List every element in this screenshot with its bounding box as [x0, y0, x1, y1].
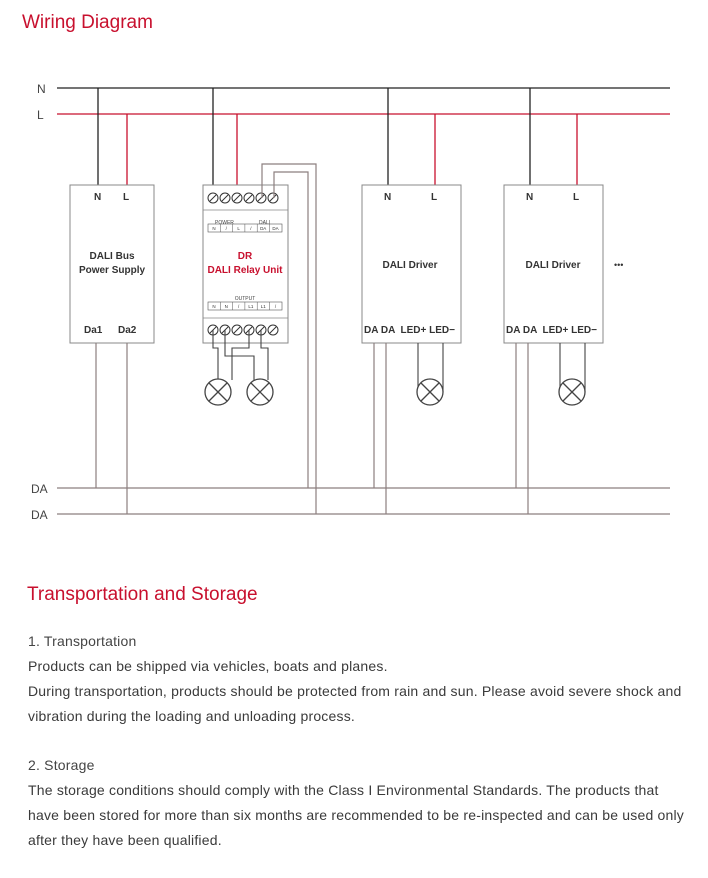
driver1-led-wire: [417, 343, 444, 392]
ps-name-line1: DALI Bus: [90, 251, 135, 262]
transport-storage-title: Transportation and Storage: [27, 584, 258, 605]
relay-bottom-terminal-row: N N / L1 L1 /: [207, 301, 283, 311]
driver2-led-wire: [559, 343, 586, 392]
terminal-label: DA: [260, 226, 266, 231]
terminal-label: N: [225, 304, 228, 309]
lamp-icon: [558, 378, 586, 406]
relay-power-label: POWER: [215, 220, 234, 226]
terminal-screw-slot: [269, 326, 277, 334]
transportation-line-1: Products can be shipped via vehicles, bo…: [28, 658, 388, 674]
lamp-icon: [204, 378, 232, 406]
driver2-box: [503, 184, 604, 344]
relay-da-wire-2: [273, 171, 309, 488]
transportation-section: 1. Transportation Products can be shippe…: [28, 629, 688, 729]
relay-name: DALI Relay Unit: [207, 265, 283, 276]
bus-label-da2: DA: [31, 508, 48, 522]
terminal-screw-slot: [209, 194, 217, 202]
relay-out-wire-b: [224, 330, 255, 380]
ps-da2-label: Da2: [118, 325, 137, 336]
wiring-diagram: N L DA DA N L DALI Bus Power Supply Da1 …: [31, 82, 670, 522]
terminal-label: L: [237, 226, 240, 231]
more-devices-ellipsis: •••: [614, 260, 623, 270]
relay-top-terminal-row: N / L / DA DA: [207, 223, 283, 233]
driver2-l-label: L: [573, 192, 579, 203]
driver2-name: DALI Driver: [525, 260, 580, 271]
terminal-label: L1: [261, 304, 267, 309]
transportation-line-2: During transportation, products should b…: [28, 683, 682, 724]
storage-line-1: The storage conditions should comply wit…: [28, 782, 684, 848]
ps-l-label: L: [123, 192, 129, 203]
terminal-label: DA: [272, 226, 278, 231]
ps-name-line2: Power Supply: [79, 265, 146, 276]
ps-da1-label: Da1: [84, 325, 103, 336]
transportation-heading: 1. Transportation: [28, 633, 137, 649]
relay-out-wire-d: [260, 330, 269, 380]
terminal-label: /: [238, 304, 240, 309]
driver1-box: [361, 184, 462, 344]
terminal-label: N: [212, 226, 215, 231]
lamp-icon: [246, 378, 274, 406]
terminal-screw-slot: [233, 194, 241, 202]
bus-label-n: N: [37, 82, 46, 96]
terminal-screw-slot: [269, 194, 277, 202]
relay-unit-box: [202, 184, 289, 344]
driver1-l-label: L: [431, 192, 437, 203]
relay-top-terminal-screws: [207, 192, 279, 204]
bus-label-l: L: [37, 108, 44, 122]
terminal-label: L1: [248, 304, 254, 309]
relay-dali-label: DALI: [259, 220, 270, 226]
terminal-label: N: [212, 304, 215, 309]
relay-out-wire-a: [212, 330, 219, 380]
terminal-label: /: [275, 304, 277, 309]
terminal-screw-slot: [221, 194, 229, 202]
driver1-name: DALI Driver: [382, 260, 437, 271]
terminal-label: /: [250, 226, 252, 231]
wiring-diagram-title: Wiring Diagram: [22, 12, 153, 33]
power-supply-box: [69, 184, 155, 344]
relay-da-wire-1: [261, 163, 317, 514]
driver1-n-label: N: [384, 192, 391, 203]
storage-section: 2. Storage The storage conditions should…: [28, 753, 688, 853]
relay-model: DR: [238, 251, 253, 262]
terminal-screw-slot: [257, 194, 265, 202]
relay-output-label: OUTPUT: [235, 296, 256, 302]
driver2-n-label: N: [526, 192, 533, 203]
storage-heading: 2. Storage: [28, 757, 95, 773]
terminal-screw-slot: [233, 326, 241, 334]
relay-out-wire-c: [231, 330, 250, 380]
driver2-terminals: DA DA LED+ LED−: [506, 325, 597, 336]
terminal-label: /: [226, 226, 228, 231]
bus-label-da1: DA: [31, 482, 48, 496]
terminal-screw-slot: [245, 194, 253, 202]
ps-n-label: N: [94, 192, 101, 203]
driver1-terminals: DA DA LED+ LED−: [364, 325, 455, 336]
lamp-icon: [416, 378, 444, 406]
